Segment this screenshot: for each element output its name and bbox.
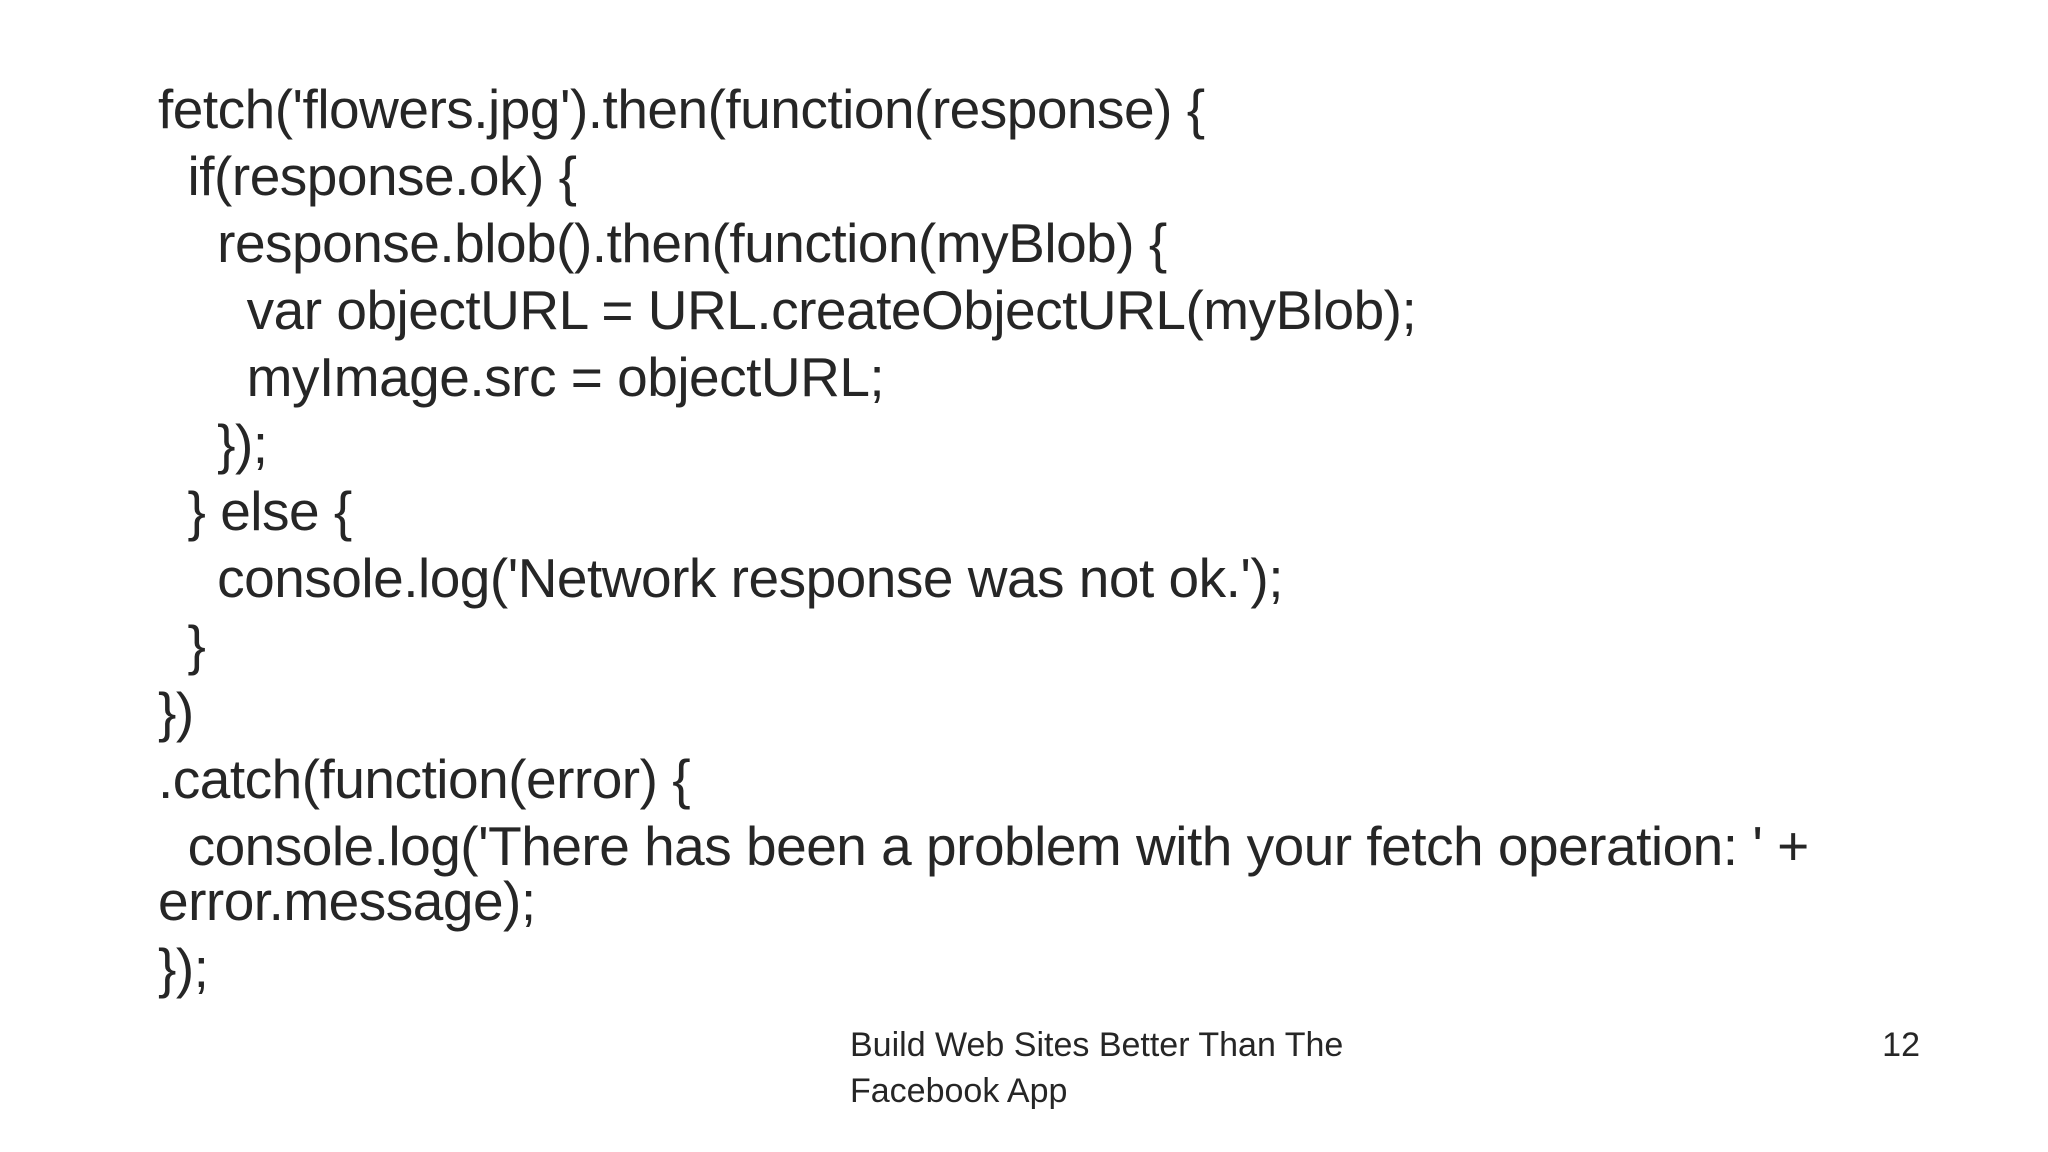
code-line: myImage.src = objectURL; xyxy=(158,346,885,408)
code-line: var objectURL = URL.createObjectURL(myBl… xyxy=(158,279,1417,341)
code-line: .catch(function(error) { xyxy=(158,748,691,810)
code-line: response.blob().then(function(myBlob) { xyxy=(158,212,1167,274)
code-line: } else { xyxy=(158,480,353,542)
code-line: }); xyxy=(158,937,209,999)
slide-number: 12 xyxy=(1882,1026,1920,1064)
code-line: console.log('Network response was not ok… xyxy=(158,547,1284,609)
code-line: }); xyxy=(158,413,268,475)
code-line: console.log('There has been a problem wi… xyxy=(158,815,1824,932)
code-line: if(response.ok) { xyxy=(158,145,577,207)
slide-footer: Build Web Sites Better Than The Facebook… xyxy=(850,1026,1344,1110)
code-line: }) xyxy=(158,681,194,743)
code-line: fetch('flowers.jpg').then(function(respo… xyxy=(158,78,1205,140)
code-block: fetch('flowers.jpg').then(function(respo… xyxy=(158,76,1918,1002)
code-line: } xyxy=(158,614,206,676)
